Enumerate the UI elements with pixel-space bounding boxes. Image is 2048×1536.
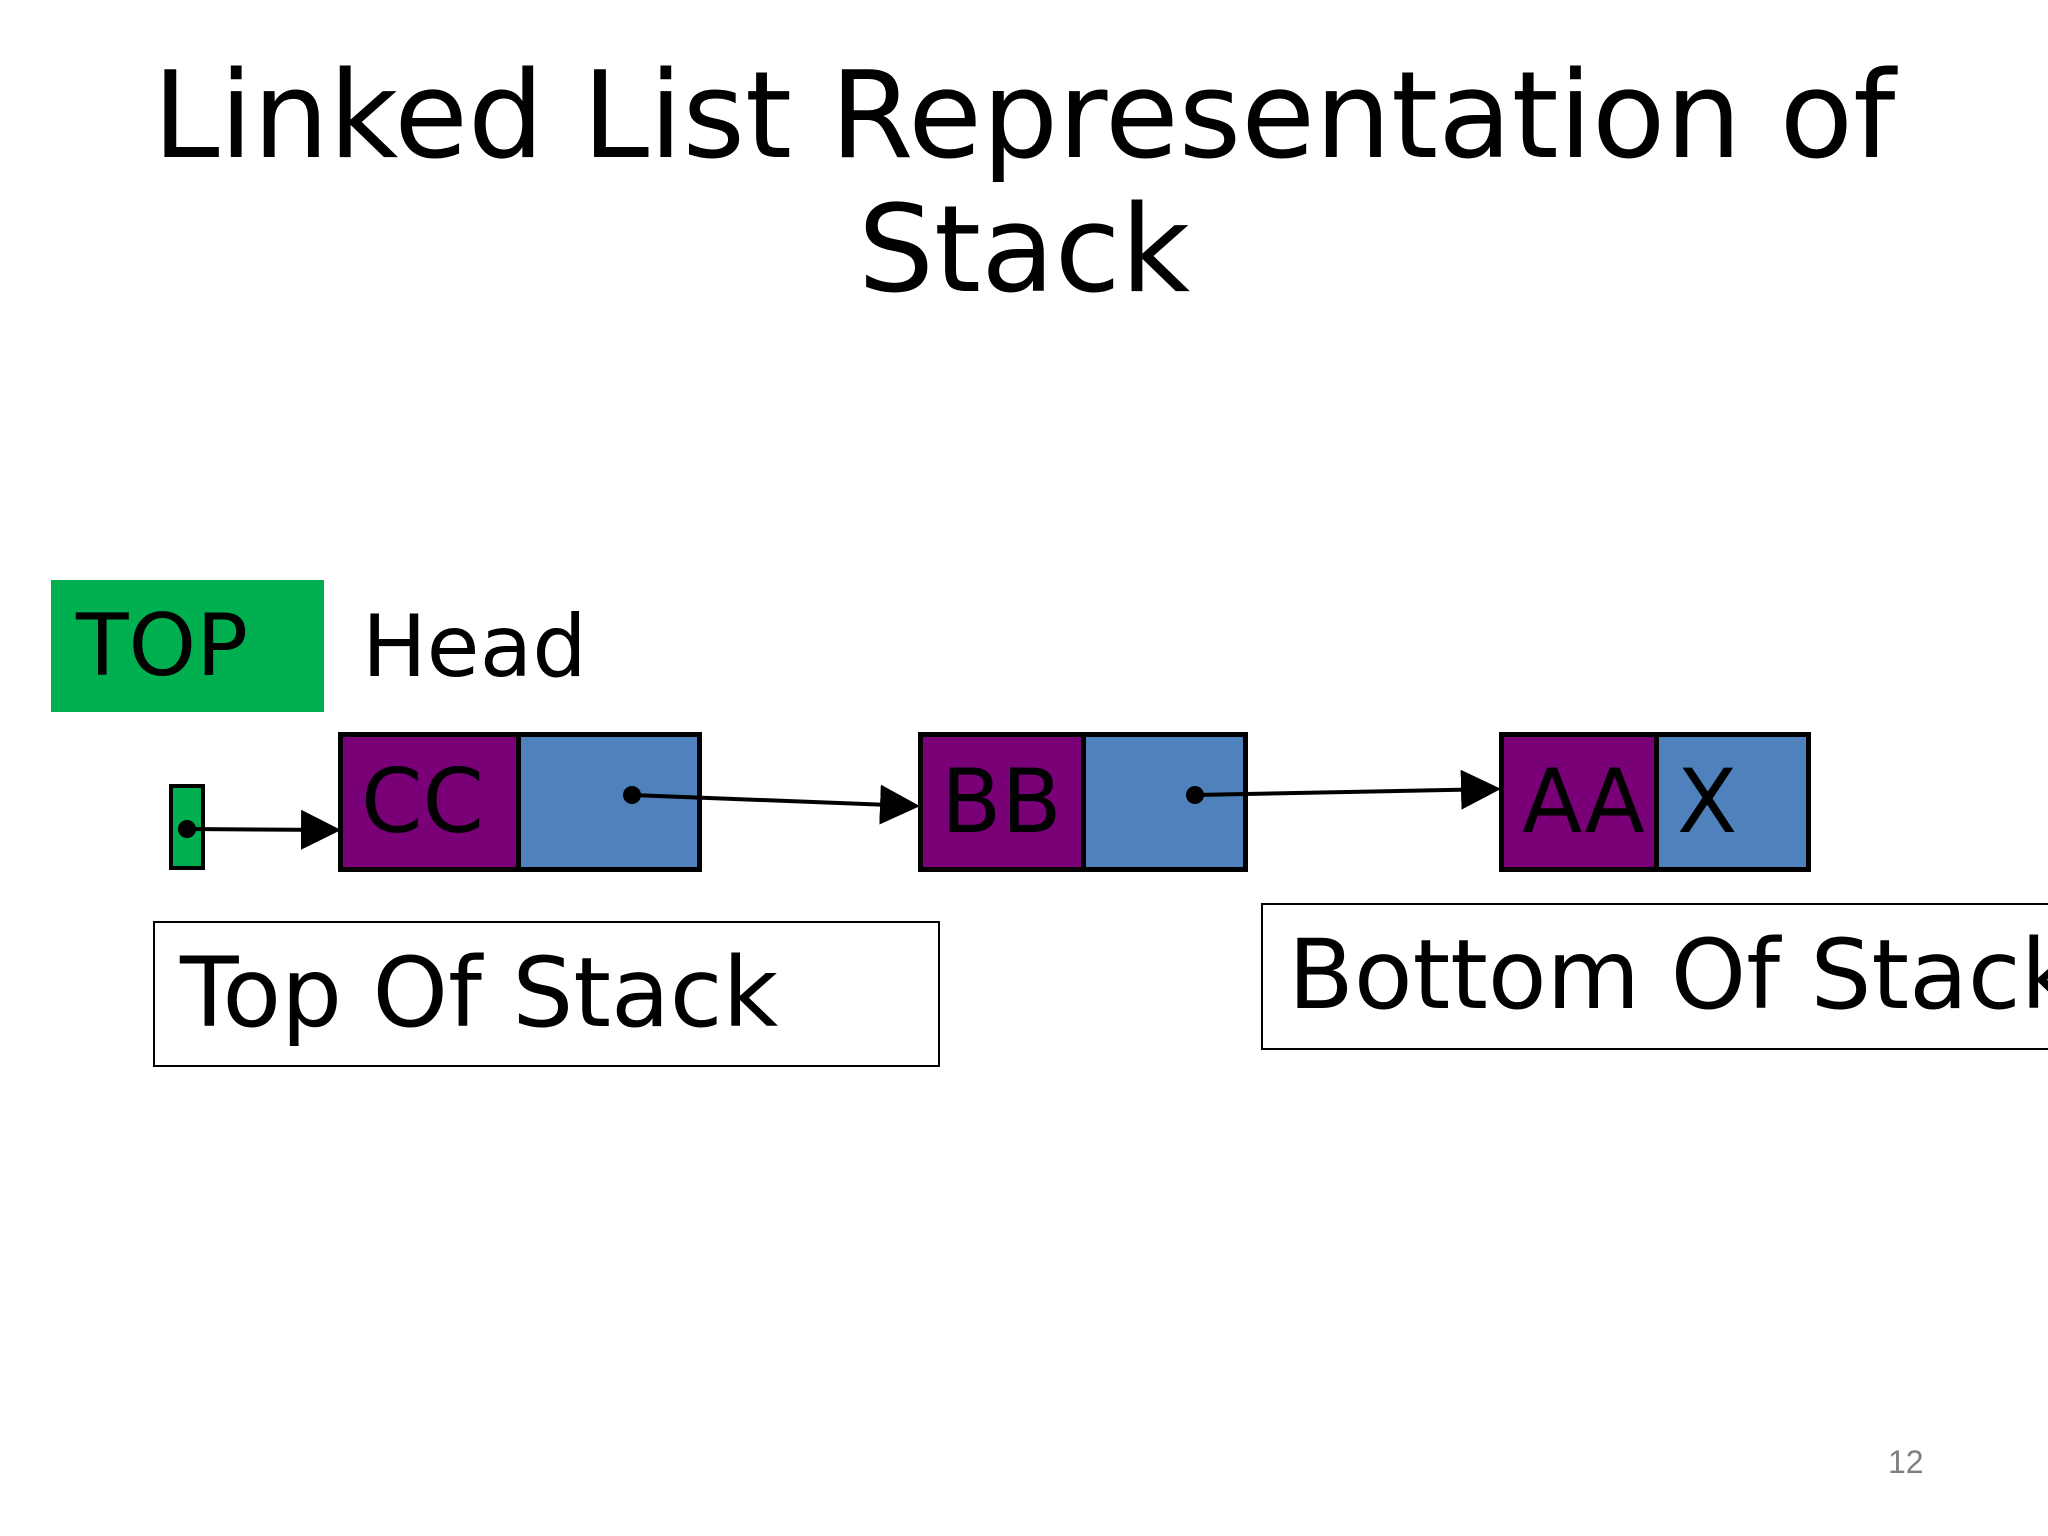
node-aa-data: AA bbox=[1499, 732, 1659, 872]
top-label: TOP bbox=[51, 580, 324, 712]
node-aa-link-null: X bbox=[1654, 732, 1811, 872]
slide-title: Linked List Representation of Stack bbox=[0, 50, 2048, 318]
title-line-1: Linked List Representation of bbox=[152, 47, 1896, 186]
top-of-stack-caption: Top Of Stack bbox=[153, 921, 940, 1067]
bb-to-aa-arrow bbox=[1186, 769, 1501, 810]
cc-to-bb-arrow bbox=[623, 784, 920, 825]
top-to-cc-arrow bbox=[178, 809, 341, 850]
node-bb-data: BB bbox=[918, 732, 1086, 872]
title-line-2: Stack bbox=[857, 181, 1191, 320]
page-number: 12 bbox=[1888, 1444, 1924, 1480]
node-cc-link bbox=[516, 732, 702, 872]
node-bb-link bbox=[1081, 732, 1248, 872]
bottom-of-stack-caption: Bottom Of Stack bbox=[1261, 903, 2048, 1050]
head-label: Head bbox=[362, 597, 587, 697]
